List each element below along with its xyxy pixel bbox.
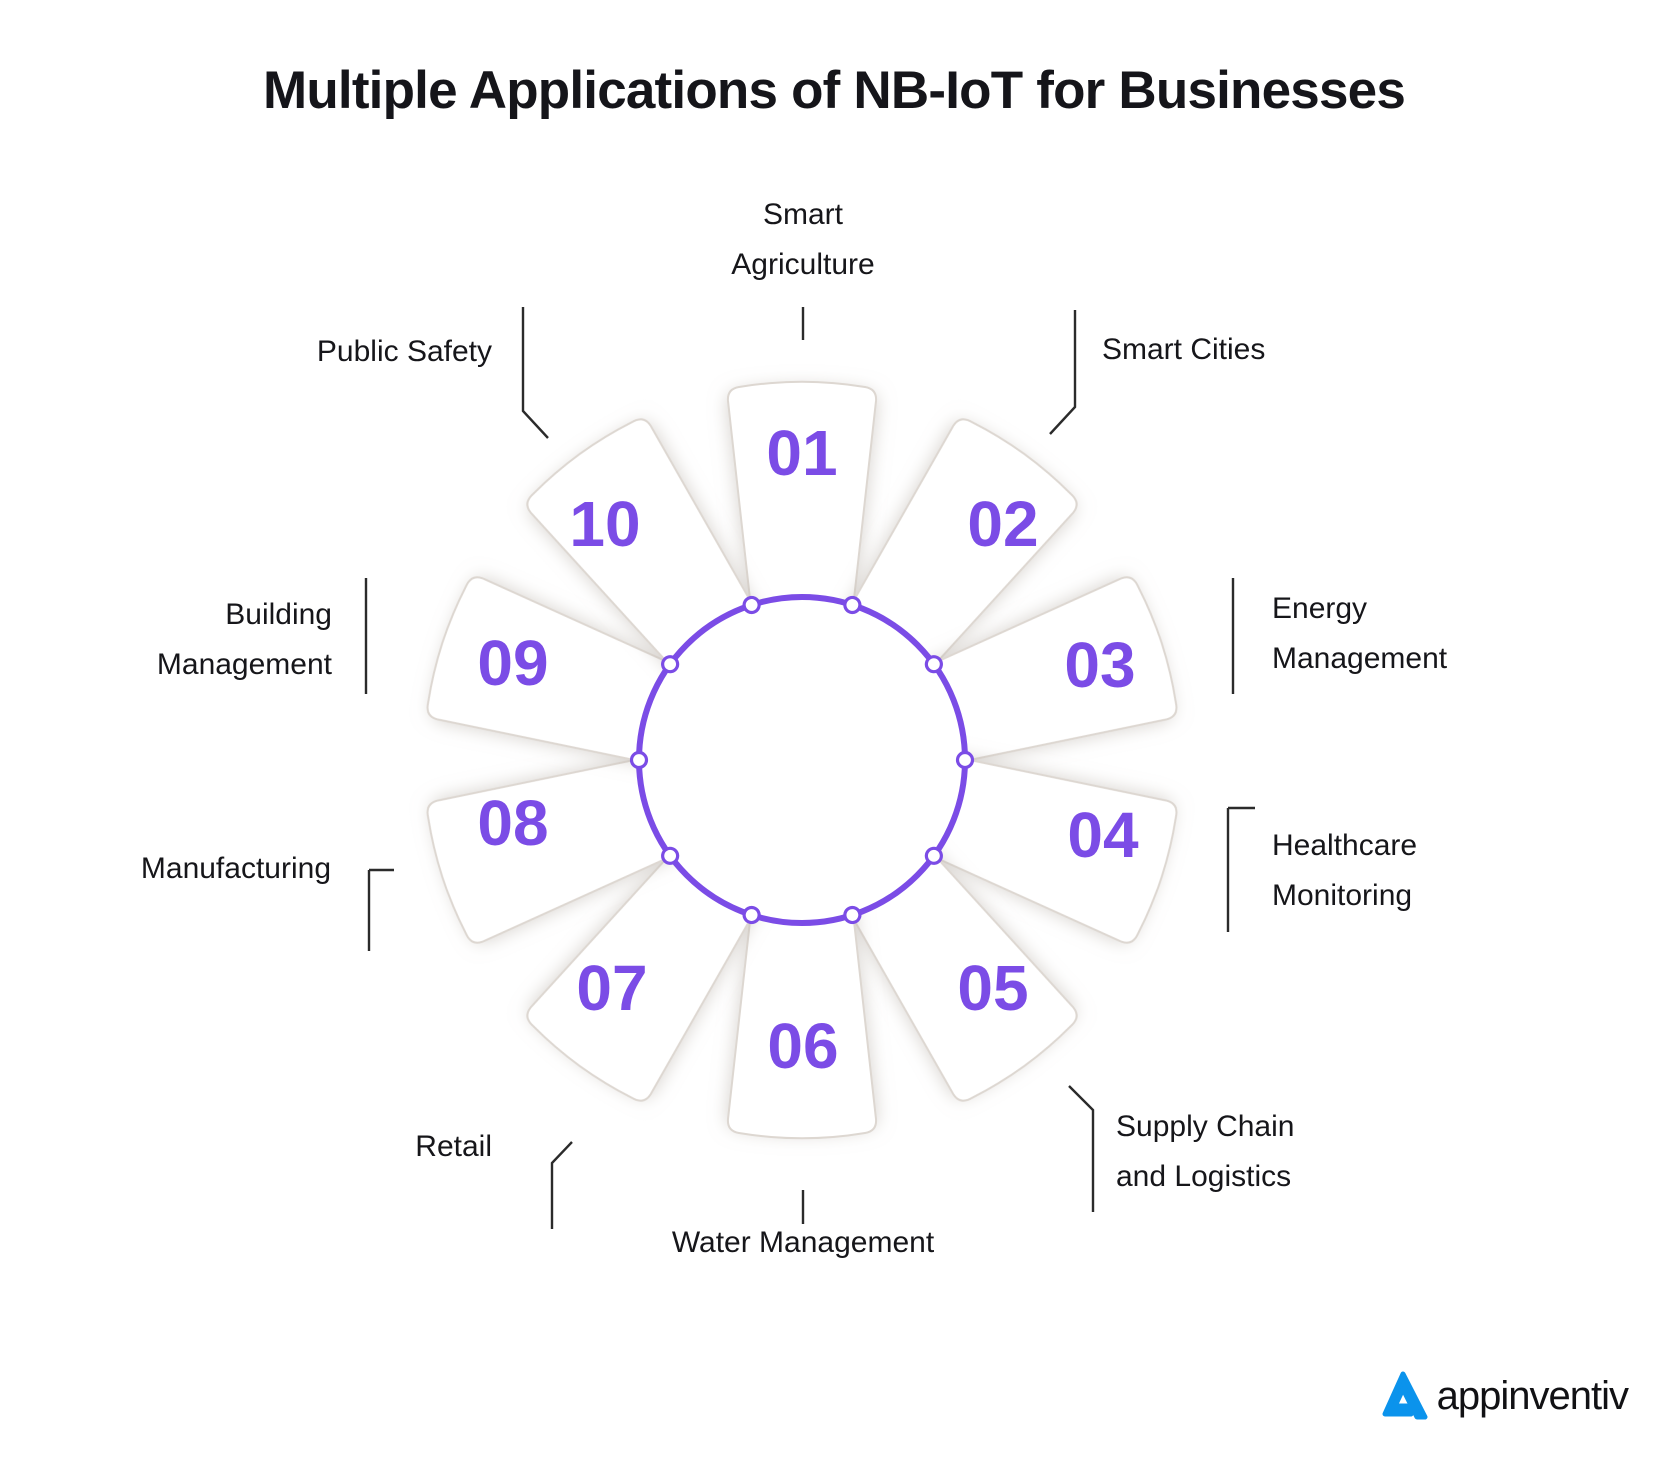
segment-number-07: 07 [576,952,647,1024]
label-building-management-line1: Building [225,598,332,631]
label-smart-agriculture-line2: Agriculture [731,248,874,281]
segment-number-05: 05 [957,952,1028,1024]
label-manufacturing: Manufacturing [141,852,331,885]
label-retail: Retail [415,1130,492,1163]
label-healthcare-line1: Healthcare [1272,829,1417,862]
label-healthcare-line2: Monitoring [1272,879,1412,912]
ring-dot [629,750,649,770]
label-smart-cities: Smart Cities [1102,333,1265,366]
label-public-safety: Public Safety [317,335,492,368]
logo-wordmark: appinventiv [1436,1373,1629,1418]
label-supply-chain-line2: and Logistics [1116,1160,1291,1193]
wheel-segments [426,380,1178,1140]
connector-smart-cities [1049,310,1077,435]
ring-dot [742,905,761,925]
segment-number-09: 09 [477,627,548,699]
label-energy-management-line1: Energy [1272,592,1367,625]
ring-dot [843,905,862,925]
ring-dot [742,595,761,615]
connector-public-safety [521,307,549,439]
segment-number-04: 04 [1067,799,1139,871]
ring-dots [629,595,975,925]
ring-dot [661,846,680,865]
label-building-management-line2: Management [157,648,333,681]
segment-number-03: 03 [1064,629,1135,701]
connector-healthcare [1226,806,1255,932]
label-supply-chain-line1: Supply Chain [1116,1110,1294,1143]
ring-dot [955,750,975,770]
segment-numbers: 01 02 03 04 05 06 07 08 09 10 [477,417,1139,1082]
connector-manufacturing [367,868,394,951]
connector-retail [550,1141,573,1229]
ring-dot [924,846,943,865]
segment-number-08: 08 [477,787,548,859]
segment-number-02: 02 [967,488,1038,560]
segment-number-06: 06 [767,1010,838,1082]
connector-supply-chain [1068,1085,1095,1212]
outer-labels: Smart Agriculture Smart Cities Energy Ma… [141,198,1448,1259]
inner-ring [629,594,975,926]
ring-dot [924,655,943,674]
connector-lines [364,307,1255,1229]
label-water-management: Water Management [672,1226,935,1259]
ring-dot [843,595,862,615]
ring-dot [661,655,680,674]
chevron-a-icon [1382,1371,1428,1420]
page-title: Multiple Applications of NB-IoT for Busi… [262,61,1406,120]
label-smart-agriculture-line1: Smart [763,198,844,231]
segment-number-10: 10 [569,488,640,560]
appinventiv-logo: appinventiv [1377,1370,1629,1422]
segment-number-01: 01 [766,417,837,489]
label-energy-management-line2: Management [1272,642,1448,675]
